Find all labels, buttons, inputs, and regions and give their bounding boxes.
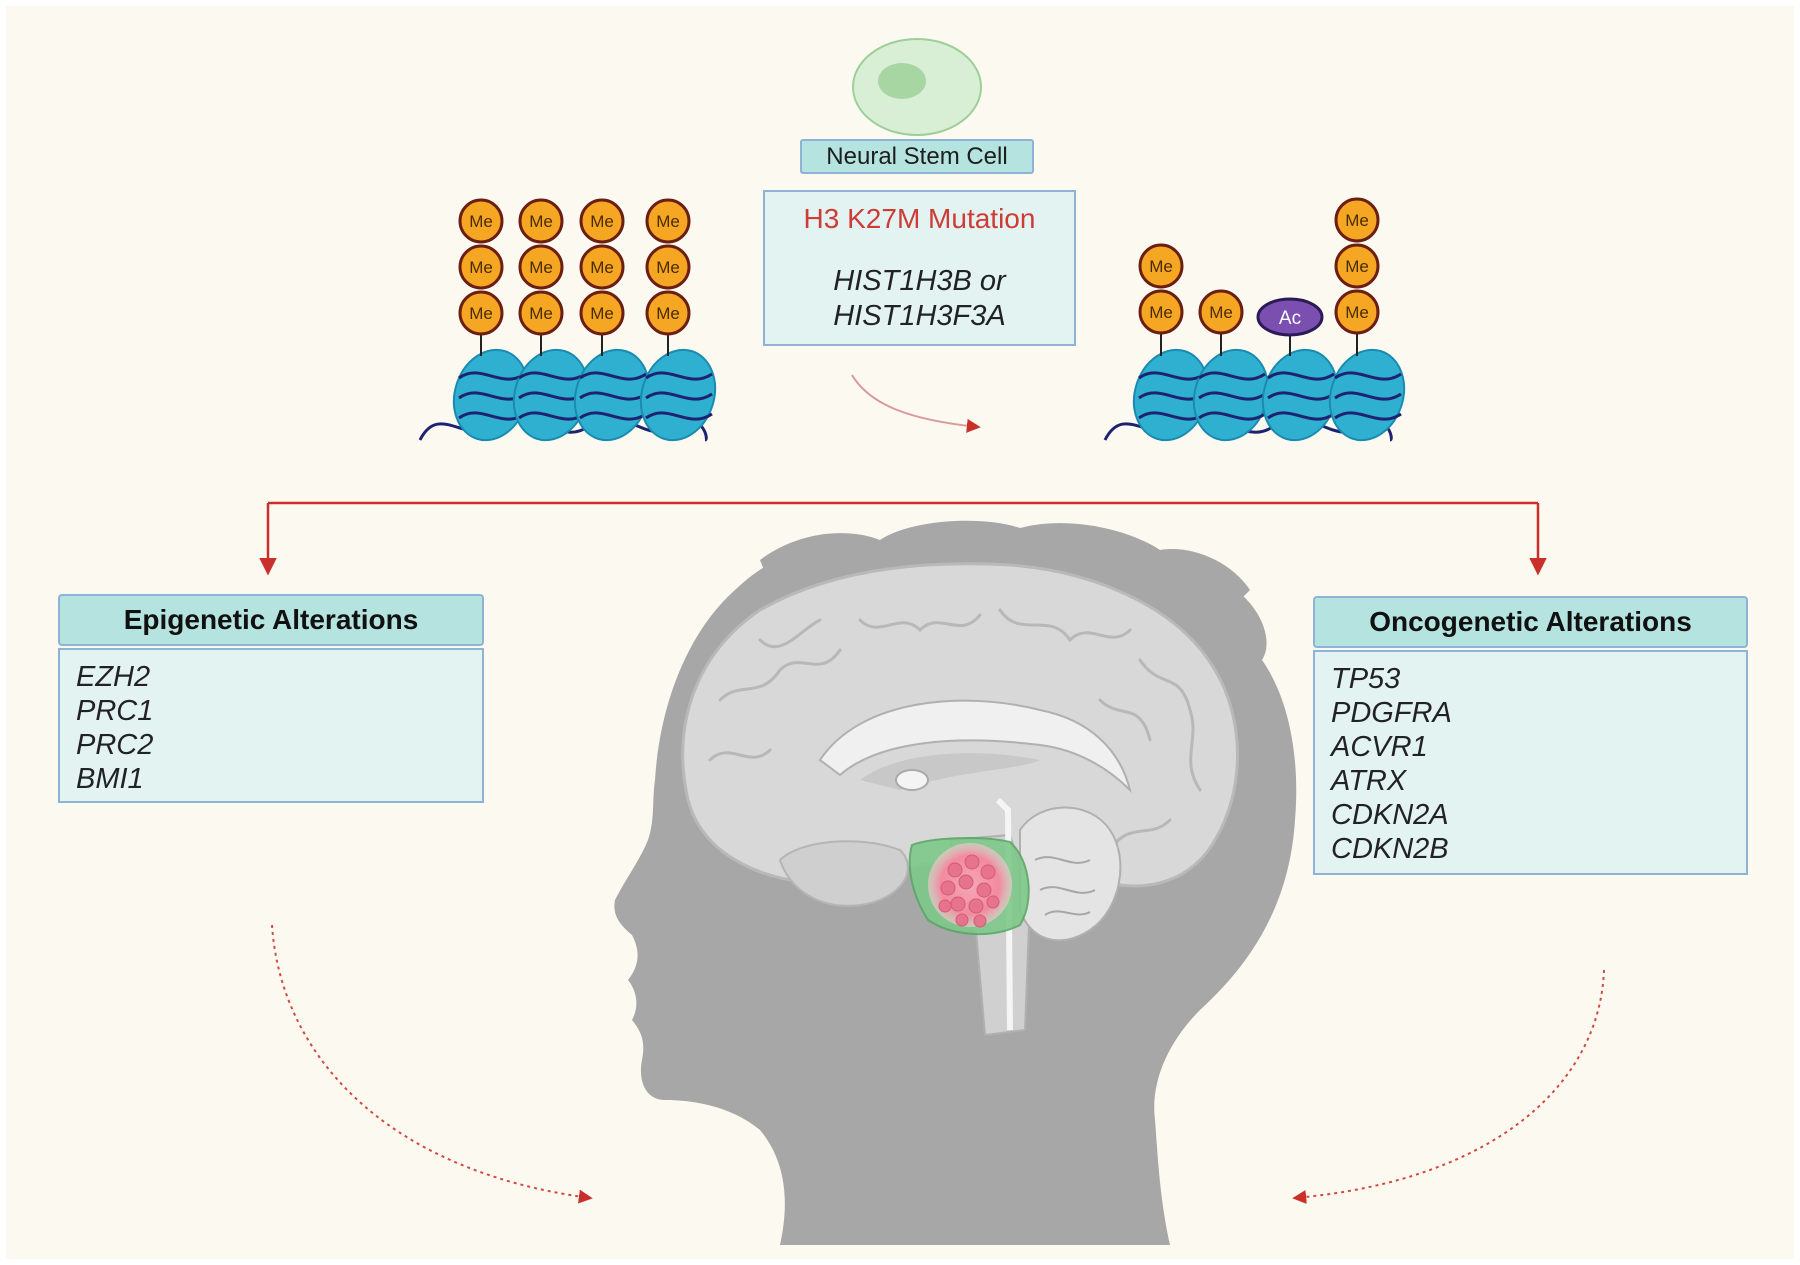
neural-stem-cell <box>852 38 982 136</box>
nucleosome <box>639 348 717 442</box>
methyl-mark: Me <box>579 290 625 336</box>
svg-text:Me: Me <box>1209 303 1233 322</box>
epi-gene: PRC2 <box>76 729 154 761</box>
epi-dotted-arrow <box>271 924 593 1204</box>
svg-text:Me: Me <box>1149 303 1173 322</box>
svg-text:Me: Me <box>590 212 614 231</box>
methyl-mark: Me <box>579 198 625 244</box>
epi-gene: EZH2 <box>76 661 151 693</box>
methyl-mark: Me <box>1138 243 1184 289</box>
svg-text:Me: Me <box>529 258 553 277</box>
methyl-mark: Me <box>518 290 564 336</box>
onc-gene: ATRX <box>1331 765 1407 797</box>
methyl-mark: Me <box>458 198 504 244</box>
methyl-mark: Me <box>645 290 691 336</box>
svg-text:Me: Me <box>656 304 680 323</box>
mutation-arrow <box>851 374 981 433</box>
svg-text:Me: Me <box>529 212 553 231</box>
methyl-mark: Me <box>645 244 691 290</box>
mutation-box: H3 K27M Mutation HIST1H3B or HIST1H3F3A <box>763 190 1076 346</box>
epi-gene: PRC1 <box>76 695 154 727</box>
svg-text:Me: Me <box>1345 211 1369 230</box>
branch-arrows <box>259 501 1547 576</box>
svg-text:Me: Me <box>469 258 493 277</box>
neural-stem-cell-label: Neural Stem Cell <box>800 139 1034 174</box>
svg-text:Me: Me <box>656 212 680 231</box>
onc-gene: CDKN2A <box>1331 799 1449 831</box>
methyl-mark: Me <box>579 244 625 290</box>
onc-gene: TP53 <box>1331 663 1401 695</box>
oncogenetic-gene-list: TP53 PDGFRA ACVR1 ATRX CDKN2A CDKN2B <box>1331 662 1452 866</box>
chromatin-normal <box>418 348 717 442</box>
methyl-mark: Me <box>458 290 504 336</box>
methyl-mark: Me <box>1138 289 1184 335</box>
methyl-mark: Me <box>1334 289 1380 335</box>
svg-text:Me: Me <box>1149 257 1173 276</box>
methyl-mark: Me <box>1198 289 1244 335</box>
onc-gene: ACVR1 <box>1331 731 1428 763</box>
oncogenetic-header: Oncogenetic Alterations <box>1313 596 1748 648</box>
svg-text:Me: Me <box>656 258 680 277</box>
nucleosome <box>1192 348 1270 442</box>
methyl-mark: Me <box>458 244 504 290</box>
methyl-mark: Me <box>1334 197 1380 243</box>
epigenetic-box: EZH2 PRC1 PRC2 BMI1 <box>58 648 484 803</box>
svg-text:Ac: Ac <box>1279 308 1301 329</box>
onc-gene: PDGFRA <box>1331 697 1452 729</box>
nucleosome <box>1132 348 1210 442</box>
oncogenetic-box: TP53 PDGFRA ACVR1 ATRX CDKN2A CDKN2B <box>1313 650 1748 875</box>
svg-text:Me: Me <box>469 304 493 323</box>
svg-text:Me: Me <box>1345 257 1369 276</box>
onc-gene: CDKN2B <box>1331 833 1449 865</box>
svg-text:Me: Me <box>469 212 493 231</box>
epigenetic-header: Epigenetic Alterations <box>58 594 484 646</box>
hair <box>760 520 1250 600</box>
svg-text:Me: Me <box>590 304 614 323</box>
mutation-gene-line2: HIST1H3F3A <box>833 300 1006 332</box>
epi-gene: BMI1 <box>76 763 144 795</box>
methyl-mark: Me <box>518 198 564 244</box>
methyl-mark: Me <box>518 244 564 290</box>
mutation-title: H3 K27M Mutation <box>803 203 1036 234</box>
chromatin-mutant <box>1103 348 1406 442</box>
nucleosome <box>1328 348 1406 442</box>
mutation-gene-line1: HIST1H3B or <box>833 265 1006 297</box>
methyl-mark: Me <box>645 198 691 244</box>
svg-text:Me: Me <box>529 304 553 323</box>
nucleosome <box>512 348 590 442</box>
svg-text:Me: Me <box>590 258 614 277</box>
svg-text:Me: Me <box>1345 303 1369 322</box>
epigenetic-gene-list: EZH2 PRC1 PRC2 BMI1 <box>76 660 153 796</box>
methyl-mark: Me <box>1334 243 1380 289</box>
acetyl-mark: Ac <box>1256 297 1324 337</box>
brain <box>681 562 1239 1037</box>
onc-dotted-arrow <box>1292 969 1605 1204</box>
